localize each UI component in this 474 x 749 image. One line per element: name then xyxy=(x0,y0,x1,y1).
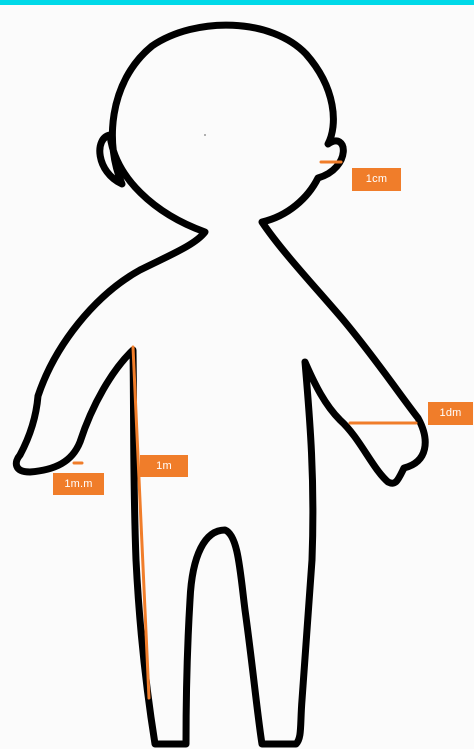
child-outline xyxy=(16,25,425,744)
body-measure-label: 1m xyxy=(140,455,188,477)
ear-measure-label: 1cm xyxy=(352,168,401,191)
face-speck xyxy=(204,134,206,136)
finger-measure-label: 1m.m xyxy=(53,473,104,495)
hand-measure-label: 1dm xyxy=(428,402,473,425)
